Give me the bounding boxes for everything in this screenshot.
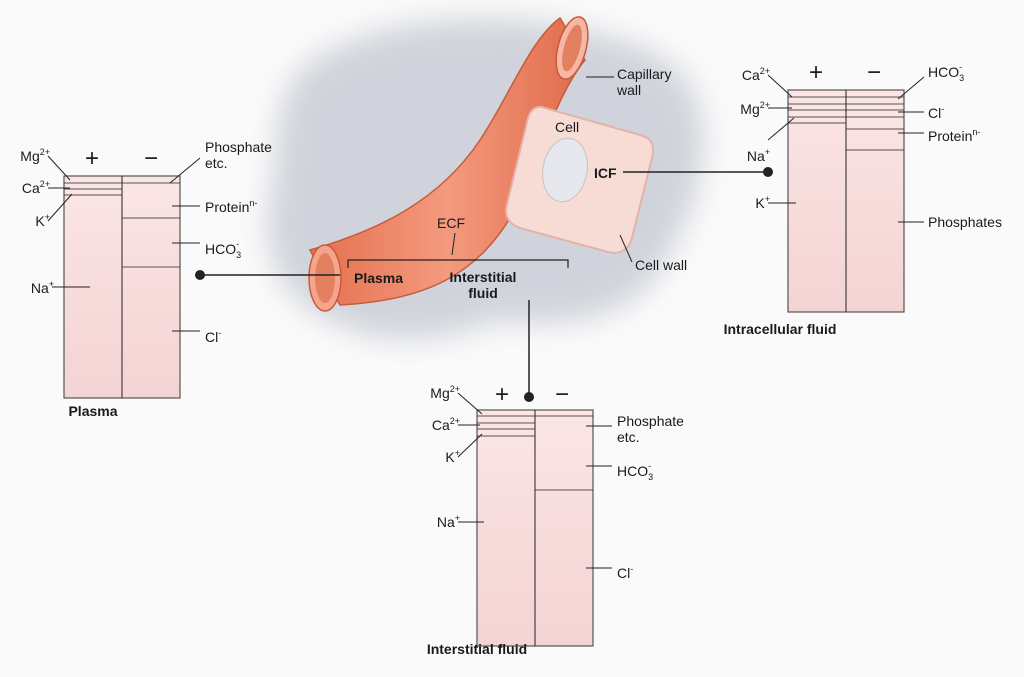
intracellular-cation-label: Ca2+ <box>742 66 770 83</box>
plasma-cation-label: K+ <box>35 212 50 229</box>
plasma-minus-sign: − <box>144 145 158 172</box>
interstitial-connector-dot <box>524 392 534 402</box>
leader-line <box>457 433 483 458</box>
leader-line <box>767 74 793 98</box>
cell-nucleus <box>542 137 588 203</box>
intracellular-plus-sign: + <box>809 59 823 86</box>
intracellular-anion-label: Phosphates <box>928 214 1002 230</box>
intracellular-anion-label: Proteinn- <box>928 127 980 144</box>
leader-line <box>767 117 795 141</box>
leader-line <box>169 157 201 184</box>
cell-label: Cell <box>555 119 579 135</box>
plasma-anion-label: HCO3- <box>205 239 241 260</box>
ecf-leader <box>451 232 456 256</box>
interstitial-cation-label: Ca2+ <box>432 416 460 433</box>
intracellular-anion-label: HCO3- <box>928 62 964 83</box>
intracellular-anion-label: Cl- <box>928 104 944 121</box>
interstitial-anion-label: Cl- <box>617 564 633 581</box>
capillary-wall-label: wall <box>616 82 641 98</box>
cell <box>505 105 655 254</box>
ecf-label: ECF <box>437 215 465 231</box>
capillary-tube <box>308 16 589 312</box>
interstitial-cation-label: Mg2+ <box>430 384 460 401</box>
plasma-anion-label: etc. <box>205 155 228 171</box>
interstitial-anion-label: Phosphate <box>617 413 684 429</box>
plasma-cation-label: Na+ <box>31 279 54 296</box>
cell-wall-label: Cell wall <box>635 257 687 273</box>
cell-wall-leader <box>619 234 633 263</box>
interstitial-caption: Interstitial fluid <box>427 641 527 657</box>
plasma-plus-sign: + <box>85 145 99 172</box>
icf-label: ICF <box>594 165 617 181</box>
plasma-label: Plasma <box>354 270 403 286</box>
leader-line <box>457 392 483 415</box>
intracellular-minus-sign: − <box>867 59 881 86</box>
leader-line <box>897 76 925 100</box>
plasma-cation-label: Ca2+ <box>22 179 50 196</box>
interstitial-cation-label: K+ <box>445 448 460 465</box>
intracellular-column: + − Ca2+ Mg2+ Na+ K+ HCO3- Cl- Proteinn- Phosphat… <box>724 59 1002 337</box>
interstitial-plus-sign: + <box>495 381 509 408</box>
intracellular-cation-label: K+ <box>755 194 770 211</box>
interstitial-anion-label: HCO3- <box>617 461 653 482</box>
interstitial-anion-label: etc. <box>617 429 640 445</box>
intracellular-cation-label: Mg2+ <box>740 100 770 117</box>
capillary-wall-label: Capillary <box>617 66 671 82</box>
leader-line <box>47 155 71 181</box>
plasma-connector-dot <box>195 270 205 280</box>
plasma-anion-label: Proteinn- <box>205 198 257 215</box>
leader-line <box>47 193 73 222</box>
interstitial-minus-sign: − <box>555 381 569 408</box>
plasma-anion-label: Cl- <box>205 328 221 345</box>
icf-connector-dot <box>763 167 773 177</box>
ecf-bracket <box>347 259 569 268</box>
plasma-anion-label: Phosphate <box>205 139 272 155</box>
intracellular-caption: Intracellular fluid <box>724 321 837 337</box>
plasma-caption: Plasma <box>68 403 117 419</box>
intracellular-cation-label: Na+ <box>747 147 770 164</box>
plasma-cation-label: Mg2+ <box>20 147 50 164</box>
interstitial-cation-label: Na+ <box>437 513 460 530</box>
interstitial-fluid-label: Interstitial <box>450 269 517 285</box>
interstitial-fluid-label: fluid <box>468 285 498 301</box>
